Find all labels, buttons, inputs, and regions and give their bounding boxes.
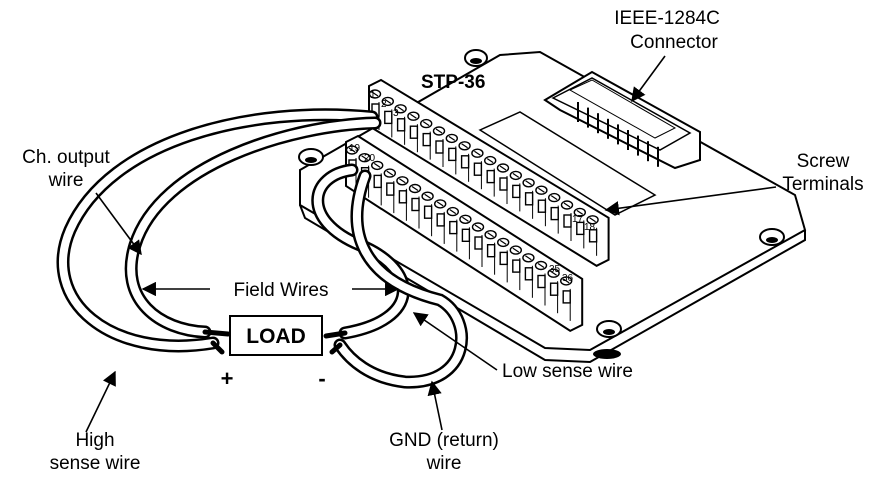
connector-label-line1: IEEE-1284C (614, 8, 720, 29)
mounting-foot (596, 320, 622, 338)
ch-output-label-line1: Ch. output (22, 147, 110, 168)
ieee-1284c-connector (543, 70, 701, 170)
screw-terminal (445, 133, 458, 175)
high-sense-callout-arrow (85, 370, 116, 433)
screw-terminal (497, 237, 510, 283)
high-sense-label-line1: High (75, 430, 114, 451)
screw-terminal (394, 104, 407, 145)
screw-terminal (432, 126, 446, 167)
field-wires-label: Field Wires (233, 280, 328, 301)
mounting-foot (298, 148, 324, 166)
screw-terminal (509, 170, 522, 212)
field-wires (56, 108, 468, 389)
mounting-foot (464, 49, 488, 67)
ch-output-callout-arrow (95, 192, 142, 256)
connector-label-line2: Connector (630, 32, 718, 53)
screw-terminal (407, 111, 420, 153)
screw-terminal (548, 192, 561, 234)
terminal-number-18: 18 (584, 222, 596, 233)
terminal-number-20: 20 (364, 153, 376, 164)
gnd-label-line2: wire (426, 453, 462, 474)
screw-terminal-strip-top (368, 78, 610, 267)
high-sense-label-line2: sense wire (50, 453, 141, 474)
terminal-number-36: 36 (562, 273, 574, 284)
terminal-number-3: 3 (393, 108, 399, 119)
screw-terminal (586, 215, 599, 256)
screw-terminal (421, 191, 434, 237)
screw-terminal (522, 178, 535, 219)
terminals-label-line1: Screw (797, 151, 850, 172)
screw-terminal (471, 148, 484, 190)
screw-terminal (383, 168, 396, 214)
low-sense-label: Low sense wire (502, 361, 633, 382)
screw-terminal (522, 253, 535, 298)
screw-terminal-strip-bottom (345, 134, 584, 333)
screw-terminal (535, 185, 548, 227)
minus-terminal-label: - (318, 366, 325, 391)
screw-terminal (496, 163, 510, 204)
screw-terminal (408, 183, 422, 229)
load-label: LOAD (246, 325, 306, 348)
screw-terminal (560, 276, 573, 321)
terminal-number-17: 17 (572, 214, 584, 225)
terminals-callout-arrow (604, 186, 777, 216)
screw-terminal (459, 214, 472, 260)
terminal-number-2: 2 (381, 99, 387, 110)
screw-terminal (371, 160, 384, 206)
callout-arrows (85, 55, 777, 433)
screw-terminal (560, 200, 574, 241)
screw-terminal (509, 245, 522, 291)
screw-terminal (484, 229, 497, 275)
screw-terminal (458, 141, 471, 182)
gnd-label-line1: GND (return) (389, 430, 499, 451)
terminals-label-line2: Terminals (782, 174, 863, 195)
terminal-number-19: 19 (349, 143, 361, 154)
screw-terminal (420, 118, 433, 160)
low-sense-callout-arrow (412, 312, 498, 371)
terminal-number-35: 35 (549, 264, 561, 275)
connector-callout-arrow (631, 55, 666, 103)
screw-terminal (434, 199, 447, 244)
screw-terminal (471, 222, 485, 267)
board-model-label: STP-36 (421, 72, 485, 93)
load-resistor: LOAD (229, 315, 323, 356)
gnd-callout-arrow (427, 380, 443, 431)
screw-terminal (534, 260, 548, 306)
ch-output-label-line2: wire (48, 170, 84, 191)
terminal-numbers: 1 2 3 17 18 19 20 35 36 (349, 90, 596, 284)
screw-terminal (396, 176, 409, 221)
plus-terminal-label: + (221, 366, 234, 391)
screw-terminal (381, 96, 394, 138)
screw-terminal (484, 155, 497, 197)
screw-terminal (368, 89, 382, 130)
screw-terminal (573, 207, 586, 249)
screw-terminal (547, 268, 560, 314)
terminal-number-1: 1 (370, 90, 376, 101)
screw-terminal (446, 206, 459, 252)
mounting-foot (759, 228, 785, 246)
